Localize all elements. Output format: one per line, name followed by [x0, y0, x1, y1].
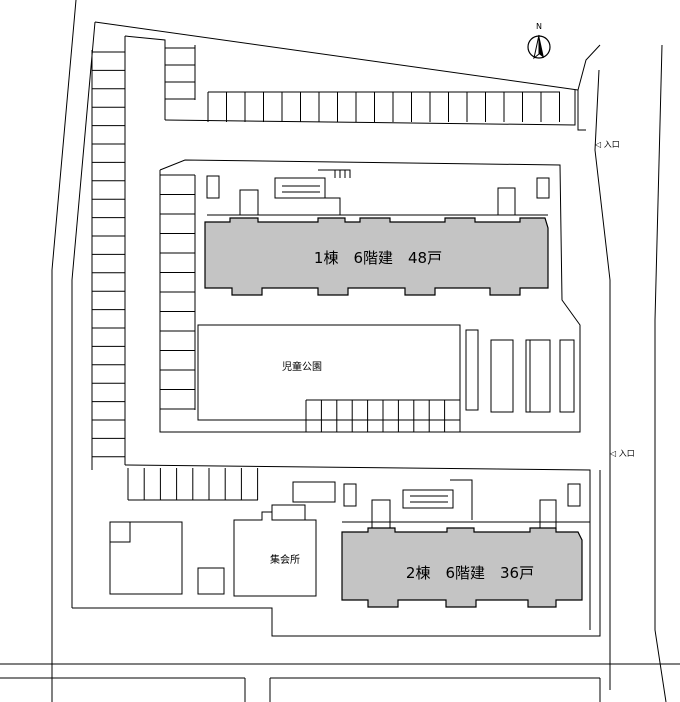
parking-park-row [305, 399, 461, 432]
building-1-label: 1棟 6階建 48戸 [314, 249, 442, 267]
compass-label: N [536, 22, 542, 31]
building-1-annex [206, 169, 550, 216]
parking-west-column [91, 50, 125, 468]
meeting-hall-label: 集会所 [270, 553, 300, 566]
park-area [197, 324, 461, 421]
parking-inner-column [160, 174, 196, 410]
entrance-label-north: ◁ 入口 [594, 140, 620, 149]
bicycle-racks [465, 329, 575, 413]
building-2-annex [342, 479, 590, 530]
parking-nw-stub [165, 45, 196, 100]
parking-top-row [207, 91, 560, 122]
misc-structures [109, 521, 225, 595]
entrance-label-south: ◁ 入口 [609, 449, 635, 458]
park-label: 児童公園 [282, 360, 322, 373]
meeting-hall [233, 481, 336, 597]
building-1 [204, 217, 549, 296]
parking-south-row [127, 468, 259, 501]
north-compass-icon [527, 34, 551, 60]
building-2 [341, 527, 583, 608]
building-2-label: 2棟 6階建 36戸 [406, 564, 534, 582]
